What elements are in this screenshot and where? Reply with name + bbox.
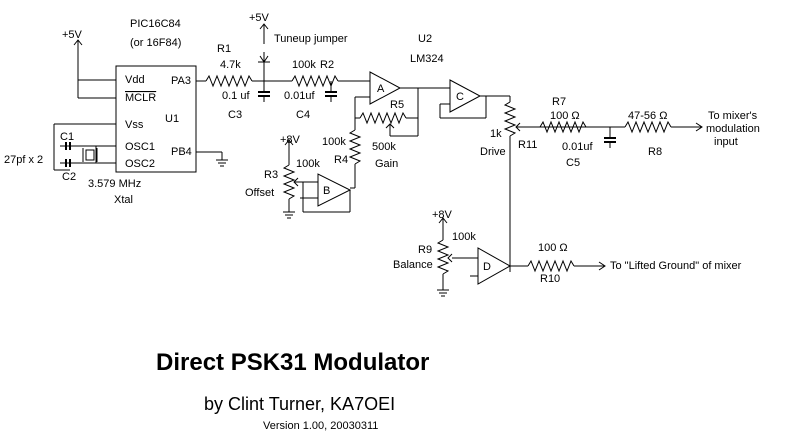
opamp-a (354, 71, 450, 118)
label-opamp-d: D (483, 261, 491, 273)
diagram-title: Direct PSK31 Modulator (156, 349, 429, 376)
label-xtal: Xtal (114, 194, 133, 206)
capacitor-c5 (586, 126, 625, 148)
tuneup-jumper (258, 23, 270, 81)
label-r9-value: 100k (452, 231, 476, 243)
label-c5: C5 (566, 157, 580, 169)
resistor-r10 (527, 259, 606, 273)
label-pin-osc1: OSC1 (125, 141, 155, 153)
label-r1-value: 4.7k (220, 59, 241, 71)
label-c1: C1 (60, 131, 74, 143)
label-r10: R10 (540, 273, 560, 285)
label-c4: C4 (296, 109, 310, 121)
label-r2-value: 100k (292, 59, 316, 71)
label-xtal-freq: 3.579 MHz (88, 178, 141, 190)
label-ic-part: PIC16C84 (130, 18, 181, 30)
label-r5: R5 (390, 99, 404, 111)
label-pin-pa3: PA3 (171, 75, 191, 87)
label-r7: R7 (552, 96, 566, 108)
label-r8-value: 47-56 Ω (628, 110, 667, 122)
label-r8: R8 (648, 146, 662, 158)
label-r4-value: 100k (322, 136, 346, 148)
label-c4-value: 0.01uf (284, 90, 316, 102)
capacitor-c3 (258, 81, 270, 102)
resistor-r3 (282, 139, 303, 219)
capacitor-c4 (325, 81, 337, 102)
label-r11-value: 1k (490, 128, 502, 140)
label-pin-vdd: Vdd (125, 74, 145, 86)
label-r5-value: 500k (372, 141, 396, 153)
label-pin-osc2: OSC2 (125, 158, 155, 170)
resistor-r8 (624, 120, 703, 134)
pic-chip-body (115, 65, 197, 173)
diagram-version: Version 1.00, 20030311 (263, 420, 378, 432)
label-c3: C3 (228, 109, 242, 121)
label-ic-alt: (or 16F84) (130, 37, 181, 49)
crystal-symbol (82, 148, 98, 162)
label-supply-8v-1: +8V (280, 134, 301, 146)
opamp-b (300, 173, 352, 213)
label-r4: R4 (334, 154, 348, 166)
pb4-ground (196, 151, 228, 167)
label-r11: R11 (518, 139, 537, 151)
label-mixer-mod-1: To mixer's (708, 110, 758, 122)
supply-5v-left (73, 39, 116, 99)
label-r3-value: 100k (296, 158, 320, 170)
resistor-r7 (530, 120, 587, 134)
label-supply-5v-top: +5V (249, 12, 270, 24)
label-u2: U2 (418, 33, 432, 45)
label-r7-value: 100 Ω (550, 110, 580, 122)
label-mixer-mod-3: input (714, 136, 738, 148)
resistor-r1 (196, 74, 292, 88)
label-c5-value: 0.01uf (562, 141, 594, 153)
label-supply-8v-2: +8V (432, 209, 453, 221)
label-tuneup: Tuneup jumper (274, 33, 348, 45)
label-supply-5v-left: +5V (62, 29, 83, 41)
label-pin-vss: Vss (125, 119, 144, 131)
label-balance: Balance (393, 259, 433, 271)
label-r1: R1 (217, 43, 231, 55)
opamp-c (439, 79, 510, 119)
label-drive: Drive (480, 146, 506, 158)
resistor-r5 (355, 88, 419, 137)
label-r9: R9 (418, 244, 432, 256)
diagram-author: by Clint Turner, KA7OEI (204, 394, 395, 414)
label-u2-part: LM324 (410, 53, 444, 65)
label-opamp-c: C (456, 91, 464, 103)
label-c3-value: 0.1 uf (222, 90, 250, 102)
label-opamp-a: A (377, 83, 385, 95)
label-r3: R3 (264, 169, 278, 181)
label-pin-pb4: PB4 (171, 146, 192, 158)
label-pin-mclr: MCLR (125, 92, 156, 104)
label-r10-value: 100 Ω (538, 242, 568, 254)
label-cap-value: 27pf x 2 (4, 154, 43, 166)
oscillator-wiring (53, 123, 116, 170)
label-u1: U1 (165, 113, 179, 125)
label-mixer-mod-2: modulation (706, 123, 760, 135)
label-lifted-ground: To "Lifted Ground" of mixer (610, 260, 742, 272)
label-opamp-b: B (323, 185, 330, 197)
label-c2: C2 (62, 171, 76, 183)
opamp-d (452, 247, 528, 285)
label-r2: R2 (320, 59, 334, 71)
capacitor-c1-c2 (54, 142, 71, 171)
label-gain: Gain (375, 158, 398, 170)
resistor-r4 (348, 118, 362, 189)
label-offset: Offset (245, 187, 274, 199)
resistor-r9 (436, 217, 453, 297)
